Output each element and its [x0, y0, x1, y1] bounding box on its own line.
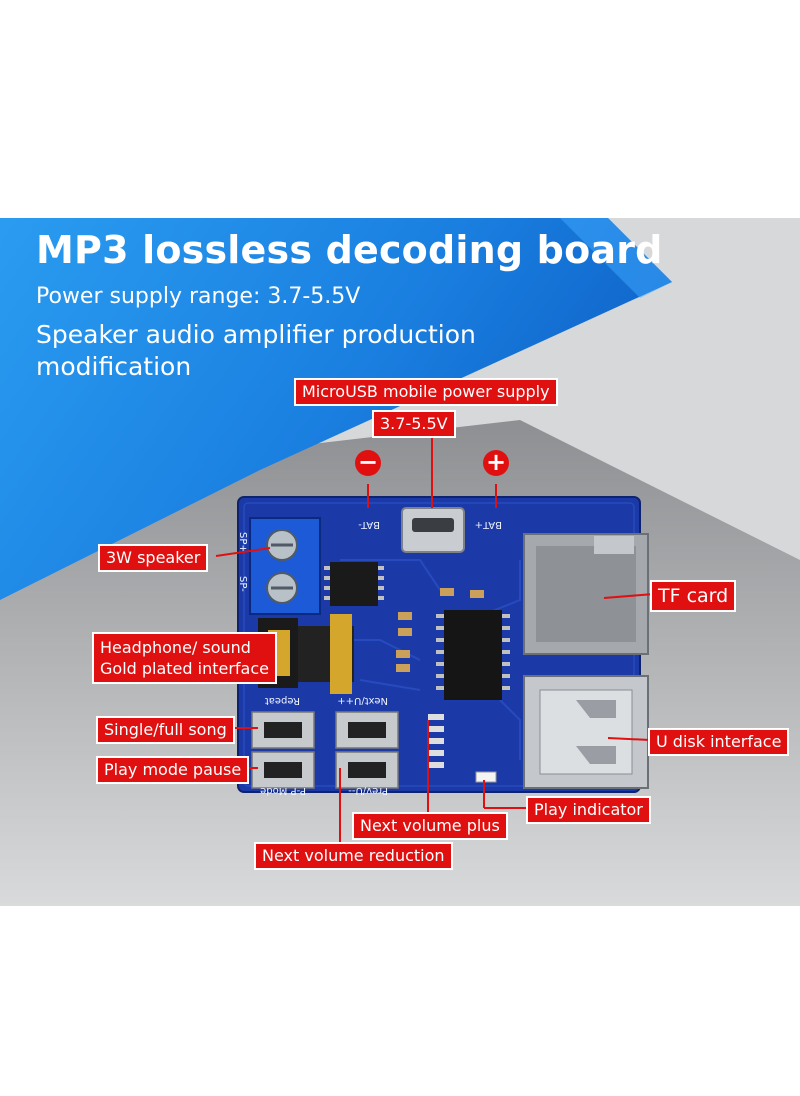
label-tf-card: TF card: [650, 580, 737, 612]
silk-sp-plus: SP+: [237, 532, 248, 553]
label-next-plus: Next volume plus: [352, 812, 508, 840]
label-microusb: MicroUSB mobile power supply: [294, 378, 558, 406]
page-title: MP3 lossless decoding board: [36, 228, 663, 272]
label-voltage: 3.7-5.5V: [372, 410, 456, 438]
label-single-full: Single/full song: [96, 716, 235, 744]
silk-bat-minus: BAT-: [358, 519, 380, 530]
silk-sp-minus: SP-: [237, 576, 248, 592]
plus-pole-icon: +: [483, 450, 509, 476]
label-headphone-line1: Headphone/ sound: [100, 638, 251, 657]
silk-pp-mode: P-P Mode: [260, 785, 306, 796]
minus-pole-icon: −: [355, 450, 381, 476]
label-headphone-line2: Gold plated interface: [100, 659, 269, 678]
label-u-disk: U disk interface: [648, 728, 790, 756]
tact-buttons: [251, 711, 399, 789]
label-next-reduction: Next volume reduction: [254, 842, 453, 870]
silk-next-u: Next/U++: [337, 695, 388, 706]
label-speaker: 3W speaker: [98, 544, 209, 572]
silk-bat-plus: BAT+: [475, 519, 502, 530]
label-headphone: Headphone/ sound Gold plated interface: [92, 632, 277, 684]
power-range-text: Power supply range: 3.7-5.5V: [36, 284, 361, 309]
feature-line-1: Speaker audio amplifier production: [36, 320, 476, 349]
label-play-mode: Play mode pause: [96, 756, 250, 784]
tf-card-slot: [523, 533, 649, 655]
screw-terminal: [249, 517, 321, 615]
label-play-indicator: Play indicator: [526, 796, 651, 824]
silk-prev-u: Prev/U--: [348, 785, 388, 796]
feature-line-2: modification: [36, 352, 192, 381]
silk-repeat: Repeat: [265, 695, 300, 706]
usb-a-port: [523, 675, 649, 789]
